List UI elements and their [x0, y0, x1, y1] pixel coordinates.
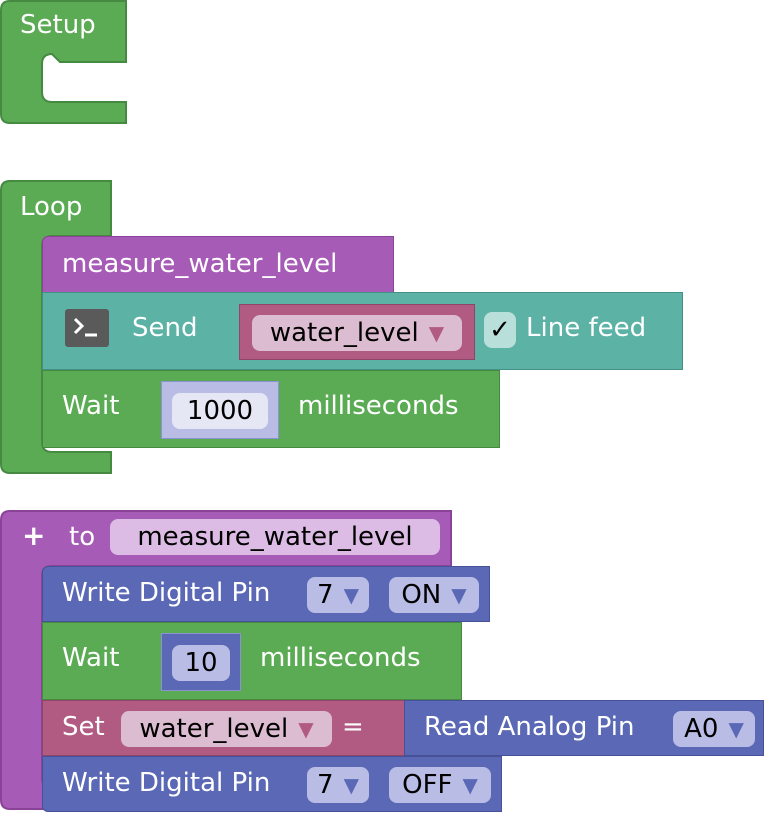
setup-block-shape [0, 0, 127, 124]
write2-state-dropdown[interactable]: OFF ▼ [389, 767, 491, 803]
call-label: measure_water_level [62, 249, 338, 279]
read-analog-label: Read Analog Pin [424, 712, 635, 742]
chevron-down-icon: ▼ [343, 583, 359, 607]
write-digital-pin-off-block[interactable]: Write Digital Pin 7 ▼ OFF ▼ [42, 756, 502, 812]
set-variable-name: water_level [139, 714, 289, 744]
wait-value-slot[interactable]: 1000 [161, 381, 279, 439]
write1-state: ON [401, 580, 442, 610]
setup-block[interactable]: Setup [0, 0, 128, 124]
procedure-name-field[interactable]: measure_water_level [110, 519, 440, 555]
wait-label: Wait [62, 643, 120, 673]
set-variable-dropdown[interactable]: water_level ▼ [121, 711, 332, 747]
read-analog-pin: A0 [684, 714, 719, 744]
write2-pin: 7 [317, 770, 334, 800]
terminal-icon [65, 309, 109, 347]
line-feed-label: Line feed [526, 313, 647, 343]
setup-label: Setup [20, 10, 96, 40]
plus-icon[interactable]: + [22, 519, 46, 552]
send-variable-slot[interactable]: water_level ▼ [239, 304, 475, 360]
write2-pin-dropdown[interactable]: 7 ▼ [307, 767, 369, 803]
wait-value-slot[interactable]: 10 [161, 633, 241, 691]
chevron-down-icon: ▼ [462, 773, 478, 797]
send-variable-name: water_level [269, 318, 419, 348]
write1-state-dropdown[interactable]: ON ▼ [389, 577, 479, 613]
read-analog-pin-block[interactable]: Read Analog Pin A0 ▼ [404, 700, 764, 756]
wait-block-10[interactable]: Wait 10 milliseconds [42, 622, 462, 700]
chevron-down-icon: ▼ [428, 321, 445, 345]
write-digital-pin-on-block[interactable]: Write Digital Pin 7 ▼ ON ▼ [42, 566, 490, 622]
wait-label: Wait [62, 391, 120, 421]
line-feed-checkbox[interactable]: ✓ [484, 312, 516, 348]
write1-pin-dropdown[interactable]: 7 ▼ [307, 577, 369, 613]
procedure-definition-block[interactable]: + to measure_water_level [0, 510, 452, 810]
equals-label: = [342, 712, 364, 742]
write2-state: OFF [402, 770, 453, 800]
set-label: Set [62, 712, 105, 742]
set-variable-block[interactable]: Set water_level ▼ = [42, 700, 406, 756]
wait-block-1000[interactable]: Wait 1000 milliseconds [42, 370, 500, 448]
chevron-down-icon: ▼ [728, 717, 744, 741]
write-digital-label: Write Digital Pin [62, 768, 271, 798]
call-measure-water-level-block[interactable]: measure_water_level [42, 236, 394, 294]
wait-value-field[interactable]: 1000 [172, 393, 268, 429]
procedure-name: measure_water_level [137, 522, 413, 552]
loop-label: Loop [20, 192, 83, 222]
wait-value: 1000 [186, 396, 254, 426]
wait-unit-label: milliseconds [298, 391, 459, 421]
send-variable-dropdown[interactable]: water_level ▼ [252, 315, 462, 351]
wait-unit-label: milliseconds [260, 643, 421, 673]
write1-pin: 7 [317, 580, 334, 610]
read-analog-pin-dropdown[interactable]: A0 ▼ [673, 711, 755, 747]
write-digital-label: Write Digital Pin [62, 578, 271, 608]
send-label: Send [132, 313, 198, 343]
wait-value-field[interactable]: 10 [172, 645, 230, 681]
serial-send-block[interactable]: Send water_level ▼ ✓ Line feed [42, 292, 683, 370]
wait-value: 10 [184, 648, 218, 678]
chevron-down-icon: ▼ [343, 773, 359, 797]
chevron-down-icon: ▼ [451, 583, 467, 607]
to-label: to [69, 522, 96, 552]
check-icon: ✓ [489, 315, 511, 345]
chevron-down-icon: ▼ [298, 717, 314, 741]
